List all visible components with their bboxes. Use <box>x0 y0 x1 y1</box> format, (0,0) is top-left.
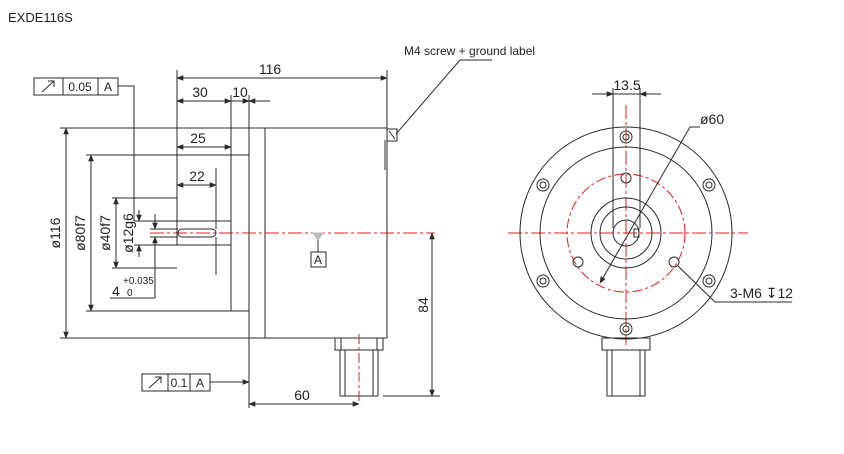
dia-60: ø60 <box>700 111 724 127</box>
dim-25: 25 <box>190 130 206 146</box>
cable-connector <box>334 334 384 404</box>
front-view <box>508 88 792 397</box>
dia-12g6: ø12g6 <box>120 213 136 253</box>
m6-holes <box>572 172 680 268</box>
key-tol-lower: 0 <box>127 288 133 299</box>
gtol-top-ref: A <box>104 80 112 94</box>
dim-116: 116 <box>259 61 282 77</box>
dia-116: ø116 <box>47 217 63 248</box>
shaft-key <box>633 228 640 238</box>
pilot-inner <box>599 206 653 260</box>
gtol-bottom-value: 0.1 <box>171 376 188 390</box>
dia-80f7: ø80f7 <box>72 215 88 251</box>
gtol-bottom-ref: A <box>196 376 204 390</box>
dim-30: 30 <box>192 84 208 100</box>
gtol-bottom-frame <box>141 373 211 392</box>
housing-ring <box>539 146 713 320</box>
dim-84: 84 <box>415 297 431 313</box>
shaft-keyway <box>177 228 217 238</box>
dim-60: 60 <box>294 387 310 403</box>
screw-note: M4 screw + ground label <box>404 44 535 58</box>
side-view <box>33 59 492 408</box>
dim-22: 22 <box>189 168 205 184</box>
ground-screw <box>386 128 398 142</box>
holes-note: 3-M6 ↧12 <box>730 285 793 301</box>
dia-40f7: ø40f7 <box>97 215 113 251</box>
model-title: EXDE116S <box>8 10 73 25</box>
front-connector <box>601 337 651 397</box>
front-view-labels: 13.5 ø60 3-M6 ↧12 <box>613 77 793 301</box>
datum-a-box <box>310 251 327 268</box>
side-view-labels: 116 30 10 25 22 60 84 ø116 ø80f7 ø40f7 ø… <box>47 44 535 403</box>
dim-13-5: 13.5 <box>613 77 640 93</box>
outer-mounting-holes <box>536 130 716 336</box>
flange-outer <box>519 126 733 340</box>
datum-a-label: A <box>314 253 322 267</box>
gtol-top-value: 0.05 <box>68 80 92 94</box>
pilot-ring <box>590 197 662 269</box>
dim-10: 10 <box>232 84 248 100</box>
bolt-circle <box>566 173 686 293</box>
encoder-shaft <box>176 220 232 246</box>
gtol-top-frame <box>33 77 119 96</box>
key-width: 4 <box>112 283 120 299</box>
key-tol-upper: +0.035 <box>123 276 154 287</box>
